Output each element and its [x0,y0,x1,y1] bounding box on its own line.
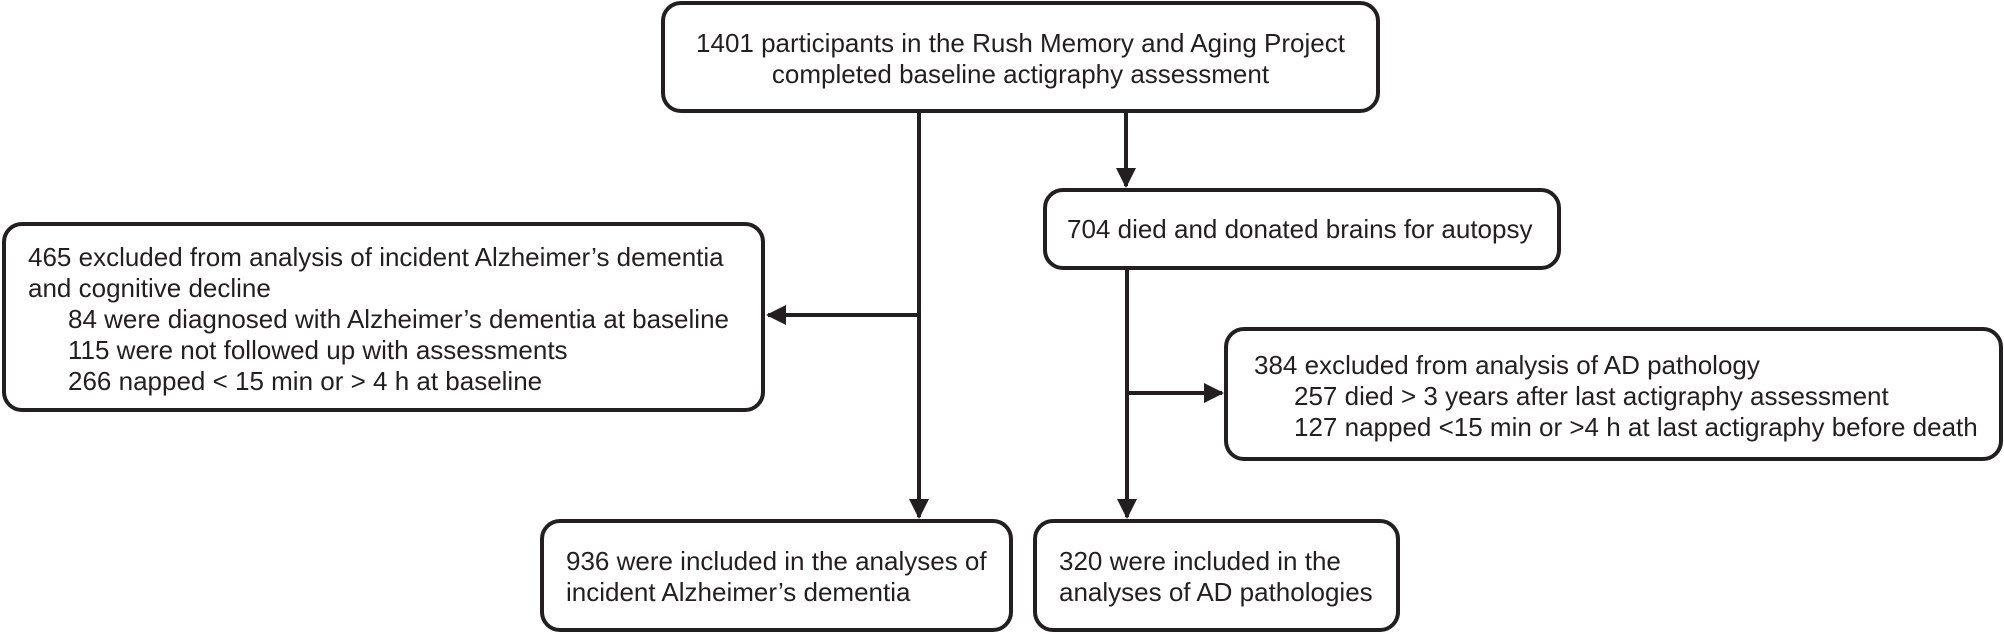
excluded-pathology-box: 384 excluded from analysis of AD patholo… [1224,327,2003,461]
died-donated-box: 704 died and donated brains for autopsy [1043,188,1561,270]
baseline-participants-box: 1401 participants in the Rush Memory and… [661,1,1380,113]
included-pathology-line-2: analyses of AD pathologies [1059,577,1373,607]
excluded-pathology-item: 257 died > 3 years after last actigraphy… [1294,381,1889,411]
excluded-dementia-header-2: and cognitive decline [28,273,271,303]
included-dementia-line-2: incident Alzheimer’s dementia [566,577,911,607]
excluded-dementia-item: 266 napped < 15 min or > 4 h at baseline [68,366,543,396]
excluded-dementia-header-1: 465 excluded from analysis of incident A… [28,242,724,272]
baseline-line-1: 1401 participants in the Rush Memory and… [696,28,1345,58]
died-line-1: 704 died and donated brains for autopsy [1067,214,1533,244]
included-dementia-box: 936 were included in the analyses of inc… [540,519,1013,632]
included-pathology-line-1: 320 were included in the [1059,546,1341,576]
baseline-line-2: completed baseline actigraphy assessment [771,59,1270,89]
excluded-dementia-item: 115 were not followed up with assessment… [68,335,568,365]
excluded-pathology-item: 127 napped <15 min or >4 h at last actig… [1294,412,1978,442]
included-pathology-box: 320 were included in the analyses of AD … [1033,519,1400,632]
excluded-pathology-header: 384 excluded from analysis of AD patholo… [1254,350,1760,380]
included-dementia-line-1: 936 were included in the analyses of [566,546,987,576]
excluded-dementia-box: 465 excluded from analysis of incident A… [2,222,765,412]
excluded-dementia-item: 84 were diagnosed with Alzheimer’s demen… [68,304,729,334]
